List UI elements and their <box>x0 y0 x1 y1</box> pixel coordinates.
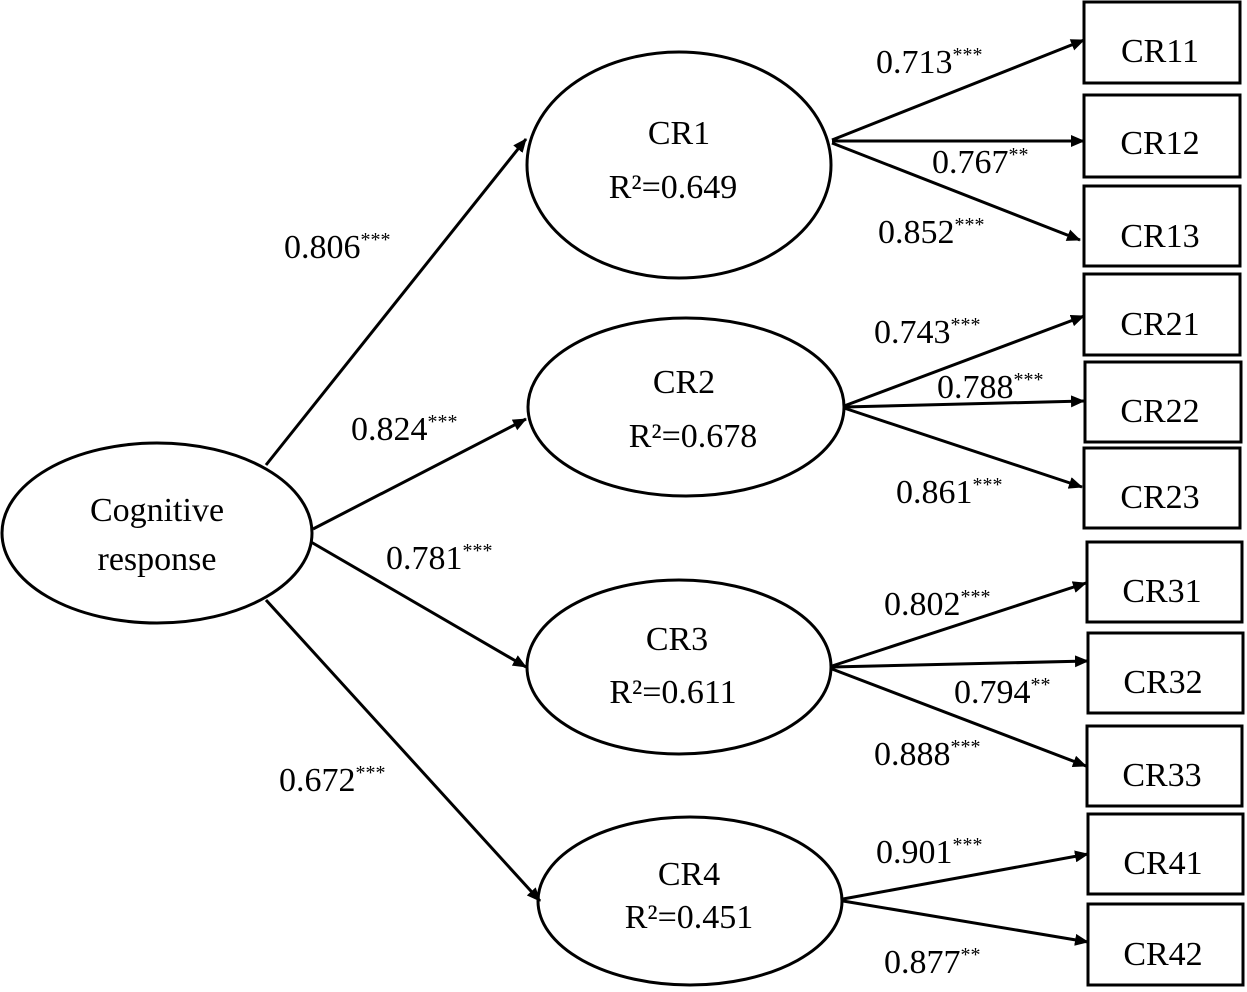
factor-node-cr1: CR1 R²=0.649 <box>525 50 833 280</box>
indicator-label: CR32 <box>1123 664 1202 701</box>
indicator-box-cr32: CR32 <box>1086 631 1245 715</box>
loading-arrow-cr33 <box>831 667 1087 768</box>
loading-arrow-cr41 <box>842 850 1089 901</box>
path-coef-cr1: 0.806*** <box>284 229 391 266</box>
indicator-box-cr23: CR23 <box>1082 446 1242 530</box>
indicator-label: CR12 <box>1120 125 1199 162</box>
loading-arrow-cr32 <box>831 655 1089 669</box>
path-coef-cr4: 0.672*** <box>279 762 386 799</box>
indicator-label: CR42 <box>1123 936 1202 973</box>
root-node: Cognitive response <box>0 441 314 625</box>
loading-arrow-cr23 <box>843 406 1083 489</box>
indicator-box-cr11: CR11 <box>1082 0 1242 85</box>
loading-coef-cr31: 0.802*** <box>884 586 991 623</box>
factor-r2: R²=0.678 <box>629 418 758 455</box>
loading-coef-cr33: 0.888*** <box>874 736 981 773</box>
indicator-label: CR23 <box>1120 479 1199 516</box>
loading-arrow-cr11 <box>831 38 1085 142</box>
factor-label: CR3 <box>646 621 708 658</box>
root-label-line2: response <box>98 541 217 578</box>
indicator-box-cr13: CR13 <box>1082 184 1242 268</box>
loading-arrow-cr42 <box>842 899 1089 946</box>
root-label-line1: Cognitive <box>90 492 224 529</box>
loading-coef-cr21: 0.743*** <box>874 314 981 351</box>
factor-r2: R²=0.649 <box>609 169 738 206</box>
loading-coef-cr11: 0.713*** <box>876 44 983 81</box>
indicator-label: CR13 <box>1120 218 1199 255</box>
factor-label: CR1 <box>648 115 710 152</box>
loading-arrow-cr31 <box>831 581 1087 668</box>
factor-node-cr2: CR2 R²=0.678 <box>526 316 846 498</box>
path-coef-cr3: 0.781*** <box>386 540 493 577</box>
loading-arrow-cr21 <box>843 314 1085 408</box>
indicator-label: CR21 <box>1120 306 1199 343</box>
indicator-box-cr22: CR22 <box>1083 360 1243 444</box>
factor-node-cr4: CR4 R²=0.451 <box>536 815 844 987</box>
factor-label: CR4 <box>658 856 720 893</box>
indicator-box-cr12: CR12 <box>1082 93 1242 179</box>
indicator-box-cr33: CR33 <box>1085 724 1244 808</box>
loading-coef-cr22: 0.788*** <box>937 369 1044 406</box>
loading-arrow-cr13 <box>831 141 1081 242</box>
loading-coef-cr23: 0.861*** <box>896 474 1003 511</box>
loading-coef-cr42: 0.877** <box>884 944 981 981</box>
loading-coef-cr32: 0.794** <box>954 674 1051 711</box>
indicator-label: CR22 <box>1120 393 1199 430</box>
loading-coef-cr13: 0.852*** <box>878 214 985 251</box>
indicator-label: CR31 <box>1122 573 1201 610</box>
path-coef-cr2: 0.824*** <box>351 411 458 448</box>
path-arrow-cr2 <box>312 417 527 531</box>
indicator-box-cr21: CR21 <box>1082 272 1242 357</box>
loading-arrow-cr22 <box>843 395 1085 409</box>
loading-coef-cr41: 0.901*** <box>876 834 983 871</box>
loading-coef-cr12: 0.767** <box>932 144 1029 181</box>
indicator-label: CR33 <box>1122 757 1201 794</box>
factor-r2: R²=0.611 <box>609 674 736 711</box>
indicator-label: CR11 <box>1121 33 1199 70</box>
factor-r2: R²=0.451 <box>625 899 754 936</box>
indicator-box-cr31: CR31 <box>1085 540 1244 624</box>
factor-label: CR2 <box>653 364 715 401</box>
indicator-label: CR41 <box>1123 845 1202 882</box>
indicator-box-cr42: CR42 <box>1086 902 1245 987</box>
indicator-box-cr41: CR41 <box>1086 812 1245 896</box>
factor-node-cr3: CR3 R²=0.611 <box>525 578 833 756</box>
path-arrow-cr3 <box>310 540 527 669</box>
path-arrow-cr4 <box>264 598 542 903</box>
path-arrow-cr1 <box>264 138 528 466</box>
